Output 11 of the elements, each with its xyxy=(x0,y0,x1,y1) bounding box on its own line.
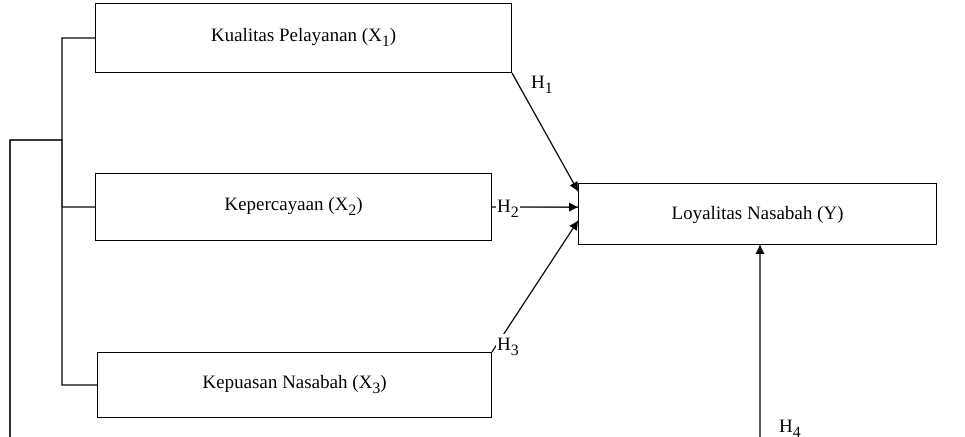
variable-name: Kepercayaan (X$_{2}$) xyxy=(224,194,363,220)
variable-box xyxy=(95,173,492,241)
arrow xyxy=(491,220,579,352)
variable-name: Kepuasan Nasabah (X$_{3}$) xyxy=(202,372,387,398)
variable-box xyxy=(578,183,937,245)
arrow xyxy=(511,72,579,192)
variable-name: Kualitas Pelayanan (X$_{1}$) xyxy=(210,25,396,51)
variable-box xyxy=(95,3,512,73)
variable-box xyxy=(97,352,492,418)
arrow xyxy=(756,245,764,437)
variable-name: Loyalitas Nasabah (Y) xyxy=(672,203,844,225)
